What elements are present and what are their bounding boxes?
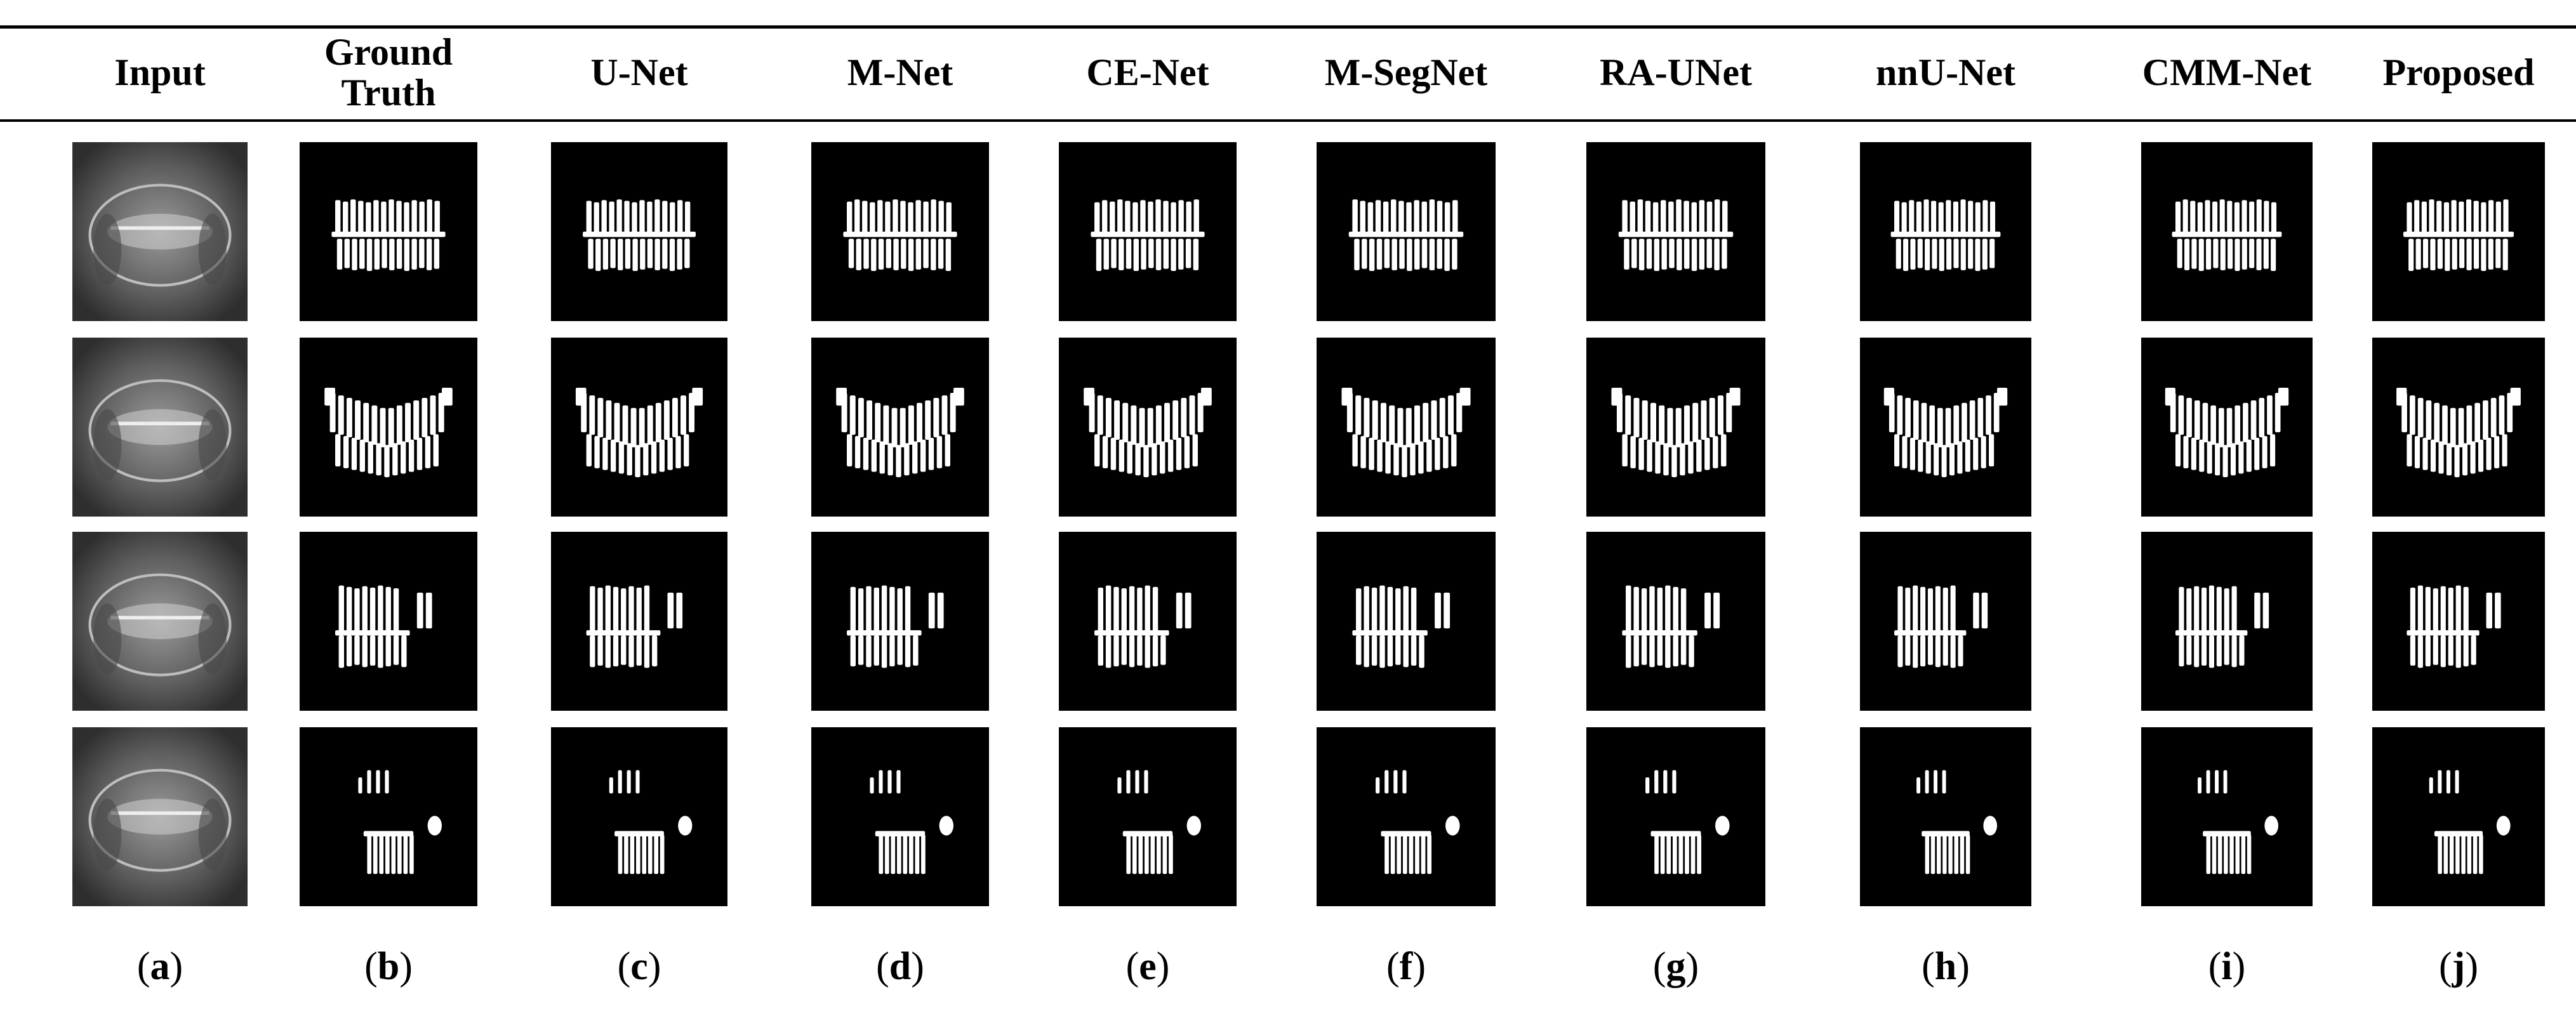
column-header-u-net: U-Net (590, 51, 688, 93)
segmentation-mask-m-segnet-row-4 (1317, 727, 1496, 906)
segmentation-mask-m-net-row-4 (811, 727, 989, 906)
segmentation-mask-proposed-row-1 (2372, 142, 2545, 321)
panel-letter: a (150, 945, 170, 988)
segmentation-mask-ground-truth-row-4 (300, 727, 477, 906)
panel-label-c: (c) (617, 945, 661, 988)
column-header-ground-truth: Ground Truth (324, 31, 453, 114)
segmentation-mask-m-segnet-row-3 (1317, 532, 1496, 711)
panel-label-a: (a) (136, 945, 183, 988)
panel-label-g: (g) (1652, 945, 1699, 988)
column-header-proposed: Proposed (2382, 51, 2535, 93)
panel-label-j: (j) (2439, 945, 2478, 988)
segmentation-mask-ce-net-row-1 (1059, 142, 1237, 321)
segmentation-mask-ce-net-row-3 (1059, 532, 1237, 711)
panel-letter: b (377, 945, 400, 988)
column-header-ce-net: CE-Net (1086, 51, 1209, 93)
column-header-cmm-net: CMM-Net (2142, 51, 2312, 93)
input-xray-image-input-row-3 (72, 532, 248, 711)
column-header-m-segnet: M-SegNet (1324, 51, 1488, 93)
segmentation-mask-nnu-net-row-1 (1860, 142, 2031, 321)
panel-letter: h (1934, 945, 1957, 988)
segmentation-mask-ground-truth-row-3 (300, 532, 477, 711)
segmentation-mask-ra-unet-row-2 (1586, 338, 1765, 517)
top-rule (0, 25, 2576, 29)
panel-letter: e (1139, 945, 1157, 988)
panel-label-i: (i) (2208, 945, 2246, 988)
segmentation-mask-u-net-row-1 (551, 142, 727, 321)
segmentation-mask-proposed-row-3 (2372, 532, 2545, 711)
segmentation-mask-ce-net-row-4 (1059, 727, 1237, 906)
segmentation-mask-proposed-row-2 (2372, 338, 2545, 517)
segmentation-mask-m-segnet-row-2 (1317, 338, 1496, 517)
segmentation-mask-u-net-row-2 (551, 338, 727, 517)
segmentation-mask-ra-unet-row-1 (1586, 142, 1765, 321)
segmentation-mask-cmm-net-row-1 (2141, 142, 2313, 321)
segmentation-mask-ra-unet-row-3 (1586, 532, 1765, 711)
column-header-input: Input (114, 51, 206, 93)
segmentation-mask-nnu-net-row-2 (1860, 338, 2031, 517)
segmentation-mask-ra-unet-row-4 (1586, 727, 1765, 906)
segmentation-mask-proposed-row-4 (2372, 727, 2545, 906)
input-xray-image-input-row-2 (72, 338, 248, 517)
panel-letter: c (630, 945, 648, 988)
panel-letter: f (1399, 945, 1413, 988)
segmentation-mask-m-net-row-2 (811, 338, 989, 517)
segmentation-mask-ground-truth-row-1 (300, 142, 477, 321)
column-header-nnu-net: nnU-Net (1876, 51, 2015, 93)
segmentation-mask-cmm-net-row-4 (2141, 727, 2313, 906)
panel-label-b: (b) (364, 945, 413, 988)
segmentation-mask-u-net-row-3 (551, 532, 727, 711)
panel-letter: i (2221, 945, 2233, 988)
segmentation-mask-u-net-row-4 (551, 727, 727, 906)
segmentation-mask-nnu-net-row-4 (1860, 727, 2031, 906)
panel-letter: j (2452, 945, 2466, 988)
segmentation-mask-m-net-row-3 (811, 532, 989, 711)
segmentation-mask-m-segnet-row-1 (1317, 142, 1496, 321)
panel-label-h: (h) (1922, 945, 1970, 988)
segmentation-mask-m-net-row-1 (811, 142, 989, 321)
panel-letter: d (889, 945, 912, 988)
column-header-ra-unet: RA-UNet (1600, 51, 1752, 93)
column-header-m-net: M-Net (847, 51, 953, 93)
segmentation-mask-nnu-net-row-3 (1860, 532, 2031, 711)
header-rule (0, 119, 2576, 122)
input-xray-image-input-row-4 (72, 727, 248, 906)
segmentation-mask-cmm-net-row-2 (2141, 338, 2313, 517)
panel-label-d: (d) (876, 945, 924, 988)
segmentation-mask-cmm-net-row-3 (2141, 532, 2313, 711)
segmentation-mask-ce-net-row-2 (1059, 338, 1237, 517)
panel-letter: g (1666, 945, 1686, 988)
segmentation-mask-ground-truth-row-2 (300, 338, 477, 517)
input-xray-image-input-row-1 (72, 142, 248, 321)
panel-label-f: (f) (1386, 945, 1426, 988)
panel-label-e: (e) (1125, 945, 1170, 988)
